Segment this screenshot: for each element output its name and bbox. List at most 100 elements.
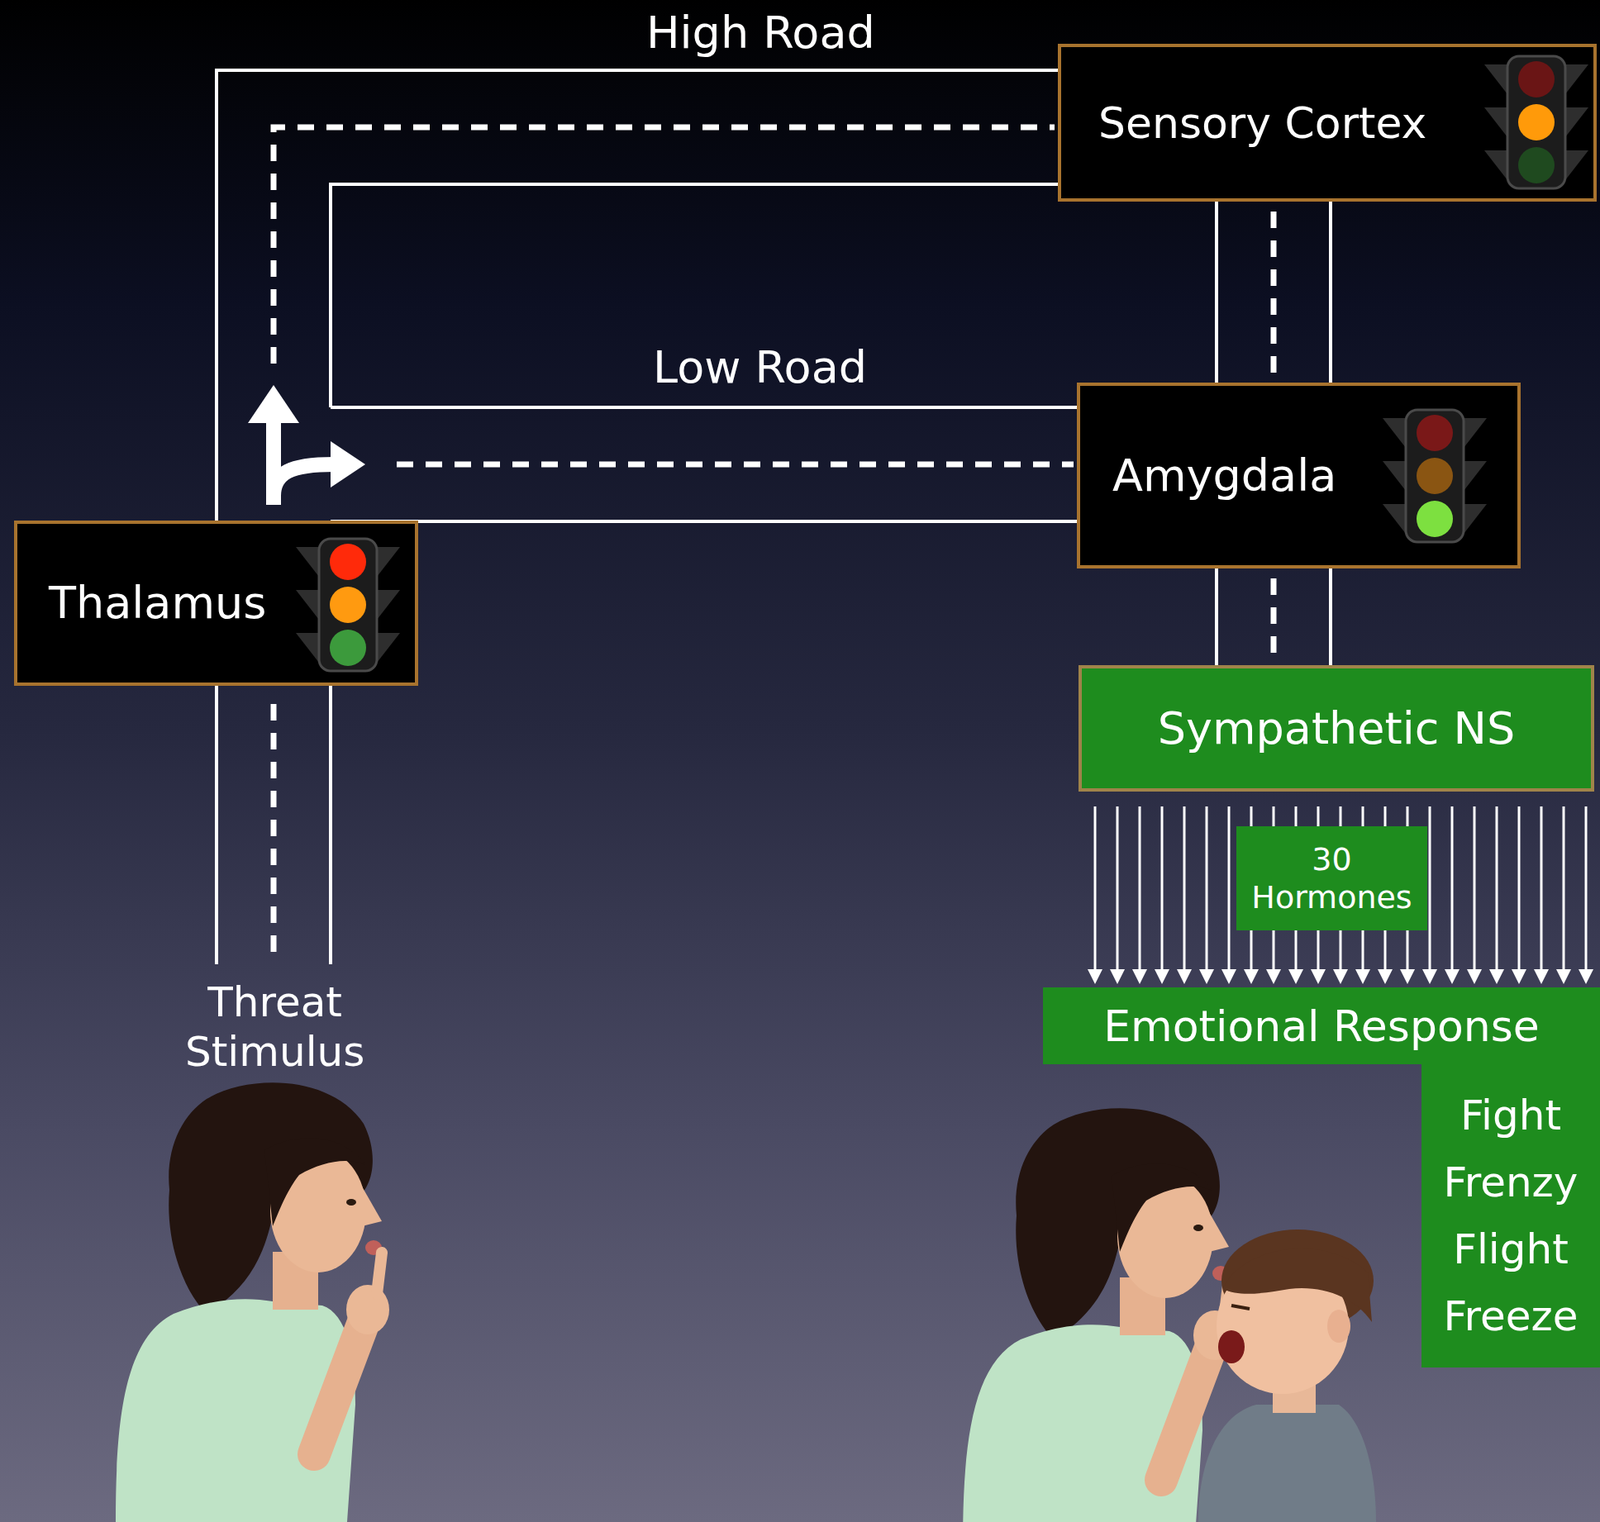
visor	[1382, 418, 1406, 448]
open-mouth	[1218, 1330, 1245, 1364]
node-text: Amygdala	[1112, 449, 1337, 503]
hair-fringe	[1223, 1248, 1372, 1323]
arrow-head	[1578, 969, 1594, 985]
lamp	[1416, 457, 1453, 495]
lamp	[1416, 500, 1453, 538]
housing	[1405, 409, 1464, 543]
road-edge	[1214, 568, 1219, 666]
node-text: 30 Hormones	[1251, 840, 1412, 917]
lamp	[1518, 61, 1555, 98]
system-box: Sympathetic NS	[1078, 665, 1595, 792]
visor	[1382, 504, 1406, 534]
road-edge	[1328, 568, 1333, 666]
visor	[295, 633, 320, 663]
node-text: Sensory Cortex	[1098, 97, 1427, 149]
arrow-head	[1087, 969, 1103, 985]
arrow-head	[1176, 969, 1192, 985]
visor	[1484, 107, 1508, 138]
visor	[1463, 461, 1487, 491]
road-connector	[1216, 201, 1331, 383]
visor	[1565, 107, 1589, 138]
lamp	[329, 543, 367, 581]
road-connector	[216, 70, 1058, 521]
woman-figure	[115, 1082, 390, 1522]
arrow-head	[1444, 969, 1460, 985]
arrow-branch	[273, 464, 334, 496]
road-label: High Road	[646, 8, 876, 58]
arrow-head	[1377, 969, 1393, 985]
road-centre-line	[1271, 578, 1277, 659]
road-centre-line	[1271, 211, 1277, 377]
arrow-head	[1489, 969, 1505, 985]
stimulus-label: Threat Stimulus	[185, 977, 365, 1077]
traffic-light	[1484, 56, 1589, 189]
node-text: Thalamus	[48, 576, 267, 630]
brain-region-box: Sensory Cortex	[1057, 43, 1597, 202]
road-centre-line	[396, 461, 1074, 468]
visor	[1382, 461, 1406, 491]
road-edge	[328, 685, 333, 965]
visor	[1463, 504, 1487, 534]
arrow-head	[1511, 969, 1527, 985]
hormone-arrow-line	[1495, 806, 1499, 972]
road-edge	[216, 70, 1058, 521]
hormone-arrow-line	[1183, 806, 1186, 972]
housing	[1507, 56, 1566, 189]
arrow-head	[1533, 969, 1549, 985]
arrow-head	[1266, 969, 1281, 985]
housing	[319, 538, 377, 672]
hormone-arrow-line	[1138, 806, 1142, 972]
arrow-head	[1466, 969, 1482, 985]
ear	[1327, 1309, 1351, 1343]
visor	[295, 547, 320, 577]
hormone-arrow-line	[1116, 806, 1120, 972]
arrow-head	[1199, 969, 1215, 985]
hormone-arrow-line	[1205, 806, 1209, 972]
brain-region-box: Amygdala	[1076, 382, 1521, 569]
node-text: Sympathetic NS	[1157, 702, 1516, 756]
arrow-head	[1400, 969, 1415, 985]
visor	[376, 547, 400, 577]
arrow-head	[1355, 969, 1371, 985]
arrow-head	[1221, 969, 1237, 985]
lamp	[329, 629, 367, 667]
visor	[1484, 64, 1508, 95]
arrow-head	[1109, 969, 1125, 985]
arrow-head	[1310, 969, 1326, 985]
hormone-arrow-line	[1518, 806, 1521, 972]
road-centre-line	[273, 127, 1055, 364]
visor	[1463, 418, 1487, 448]
traffic-light	[1382, 409, 1487, 543]
road-connector	[330, 407, 1077, 522]
hormone-arrow-line	[1428, 806, 1432, 972]
traffic-light	[295, 538, 400, 672]
eye	[1231, 1305, 1250, 1310]
arrow-head	[1288, 969, 1304, 985]
arrow-head	[247, 385, 300, 424]
road-edge	[330, 405, 1077, 410]
road-label: Low Road	[652, 342, 867, 393]
arrow-head	[1556, 969, 1572, 985]
visor	[1565, 150, 1589, 181]
arrow-head	[1422, 969, 1438, 985]
hormone-arrow-line	[1473, 806, 1477, 972]
hormone-arrow-line	[1540, 806, 1543, 972]
hormone-box: 30 Hormones	[1236, 826, 1428, 931]
hormone-arrow-line	[1161, 806, 1164, 972]
arrow-head	[1154, 969, 1170, 985]
visor	[1484, 150, 1508, 181]
visor	[376, 590, 400, 620]
hormone-arrow-line	[1228, 806, 1231, 972]
visor	[295, 590, 320, 620]
response-list-box: Fight Frenzy Flight Freeze	[1421, 1064, 1600, 1368]
arrow-head	[330, 441, 366, 488]
road-edge	[1214, 201, 1219, 383]
hormone-arrow-line	[1585, 806, 1588, 972]
node-text: Fight Frenzy Flight Freeze	[1442, 1082, 1578, 1351]
woman-figure	[962, 1108, 1237, 1522]
visor	[1565, 64, 1589, 95]
road-centre-line	[271, 704, 277, 965]
arrow-head	[1333, 969, 1348, 985]
lamp	[1518, 104, 1555, 141]
